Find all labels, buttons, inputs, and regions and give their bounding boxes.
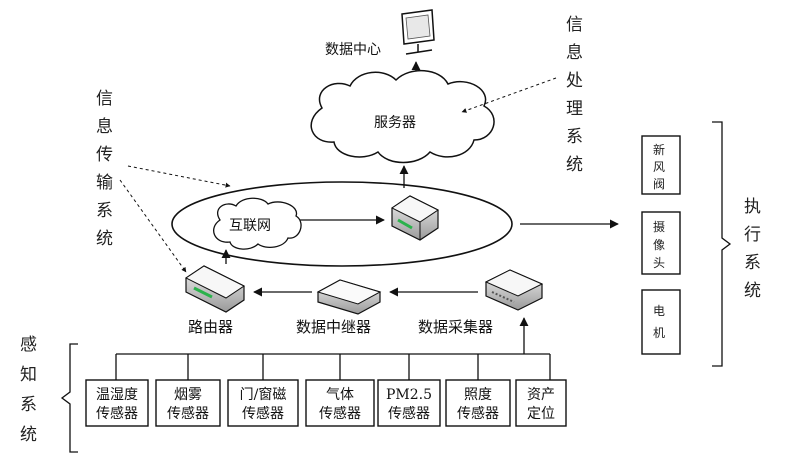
sensor-gas: 气体 传感器 [305,379,375,427]
internet-cloud [213,197,302,250]
svg-text:风: 风 [653,160,665,174]
sensor-drops [115,354,551,380]
sensor-door-window: 门/窗磁 传感器 [227,379,299,427]
svg-text:输: 输 [96,173,113,193]
internet-label: 互联网 [229,218,271,234]
svg-text:系: 系 [566,127,583,147]
svg-text:定位: 定位 [527,406,555,422]
svg-text:知: 知 [20,365,37,385]
transmission-pointer-router [119,179,187,273]
actuator-camera: 摄 像 头 [641,211,681,275]
svg-text:传感器: 传感器 [167,405,209,422]
relay-label: 数据中继器 [296,318,371,336]
svg-text:执: 执 [744,197,761,217]
svg-text:息: 息 [96,117,113,137]
datacenter-label: 数据中心 [325,42,381,58]
svg-text:门/窗磁: 门/窗磁 [240,386,287,403]
svg-text:感: 感 [20,335,37,355]
svg-text:息: 息 [566,43,583,63]
svg-text:温湿度: 温湿度 [96,387,138,403]
svg-text:系: 系 [20,395,37,415]
transmission-pointer-ellipse [127,165,231,188]
actuator-fresh-air-valve: 新 风 阀 [641,135,681,195]
svg-text:理: 理 [566,99,583,119]
svg-text:像: 像 [653,238,665,252]
svg-text:统: 统 [744,281,761,301]
svg-text:传感器: 传感器 [388,405,430,422]
svg-text:传感器: 传感器 [457,405,499,422]
router-label: 路由器 [188,318,233,336]
svg-text:系: 系 [744,253,761,273]
svg-text:传: 传 [96,145,113,165]
svg-text:头: 头 [653,256,665,270]
svg-text:新: 新 [653,142,665,157]
svg-text:摄: 摄 [653,219,665,234]
sensor-asset-location: 资产 定位 [515,379,567,427]
sensor-pm25: PM2.5 传感器 [377,379,441,427]
svg-text:阀: 阀 [653,177,665,191]
relay-device-icon [316,279,382,315]
sensor-smoke: 烟雾 传感器 [155,379,221,427]
svg-text:行: 行 [744,225,761,245]
svg-text:统: 统 [20,425,37,445]
svg-text:处: 处 [566,71,583,91]
svg-text:传感器: 传感器 [242,405,284,422]
sensor-illuminance: 照度 传感器 [445,379,511,427]
execution-system-label: 执 行 系 统 [744,197,761,301]
collector-device-icon [484,269,544,311]
server-cloud [310,69,495,164]
gateway-device-icon [391,195,439,241]
svg-text:信: 信 [566,15,583,35]
execution-bracket [712,121,732,367]
sensing-bracket [60,343,78,453]
router-device-icon [185,265,245,313]
sensing-system-label: 感 知 系 统 [20,335,37,445]
svg-text:系: 系 [96,201,113,221]
svg-text:机: 机 [653,326,665,340]
svg-text:气体: 气体 [326,387,354,403]
svg-text:统: 统 [566,155,583,175]
svg-text:电: 电 [653,304,665,318]
svg-text:统: 统 [96,229,113,249]
sensor-temp-humidity: 温湿度 传感器 [85,379,149,427]
svg-text:照度: 照度 [464,387,492,403]
info-transmission-label: 信 息 传 输 系 统 [96,89,113,249]
svg-text:PM2.5: PM2.5 [386,387,432,403]
datacenter-monitor-icon [401,9,435,55]
svg-text:信: 信 [96,89,113,109]
info-processing-label: 信 息 处 理 系 统 [566,15,583,175]
svg-text:资产: 资产 [527,387,555,403]
info-processing-pointer [461,77,557,113]
svg-text:烟雾: 烟雾 [174,387,202,403]
svg-text:传感器: 传感器 [96,405,138,422]
actuator-motor: 电 机 [641,289,681,355]
collector-label: 数据采集器 [418,318,493,336]
server-label: 服务器 [374,115,416,131]
svg-text:传感器: 传感器 [319,405,361,422]
